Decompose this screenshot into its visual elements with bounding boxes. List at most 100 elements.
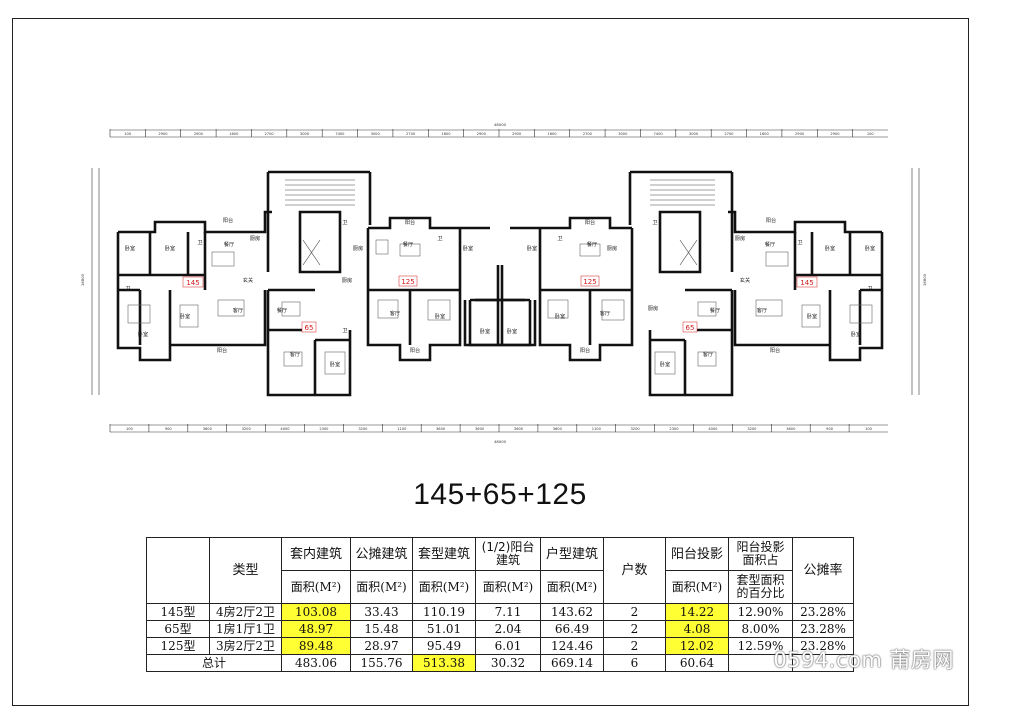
bottom-total-dim: 48000: [494, 439, 507, 444]
room-label: 卧室: [555, 312, 565, 320]
row-rate: 23.28%: [792, 603, 854, 621]
row-layout: 4房2厅2卫: [209, 603, 282, 621]
room-label: 餐厅: [224, 240, 234, 248]
sub-area: 面积(M²): [540, 570, 604, 604]
total-rate-empty: [792, 654, 854, 672]
dimension-label: 3000: [618, 132, 628, 136]
header-shared: 公摊建筑: [350, 537, 413, 571]
dimension-label: 7400: [654, 132, 664, 136]
room-label: 卧室: [330, 360, 340, 368]
room-label: 玄关: [740, 276, 750, 284]
room-label: 客厅: [703, 350, 713, 358]
room-label: 卧室: [138, 330, 148, 338]
sub-area: 面积(M²): [350, 570, 413, 604]
sub-area: 面积(M²): [475, 570, 541, 604]
sub-pct: 套型面积的百分比: [728, 570, 793, 604]
room-label: 卧室: [660, 360, 670, 368]
room-label: 厨房: [353, 244, 363, 252]
header-inner: 套内建筑: [281, 537, 351, 571]
room-label: 阳台: [770, 346, 780, 354]
row-unit: 124.46: [540, 637, 604, 655]
dimension-label: 1600: [760, 132, 770, 136]
dimension-label: 100: [867, 132, 875, 136]
row-pct: 12.59%: [728, 637, 793, 655]
room-label: 餐厅: [710, 306, 720, 314]
header-proj: 阳台投影: [665, 537, 729, 571]
room-label: 客厅: [390, 309, 400, 317]
room-label: 餐厅: [277, 306, 287, 314]
sub-area: 面积(M²): [412, 570, 476, 604]
row-inner: 103.08: [281, 603, 351, 621]
dimension-label: 2900: [795, 132, 805, 136]
room-label: 餐厅: [403, 240, 413, 248]
row-proj: 4.08: [665, 620, 729, 638]
room-label: 卫: [652, 219, 657, 226]
total-unit: 669.14: [540, 654, 604, 672]
header-suite: 套型建筑: [412, 537, 476, 571]
dimension-label: 3000: [371, 132, 381, 136]
row-layout: 1房1厅1卫: [209, 620, 282, 638]
total-inner: 483.06: [281, 654, 351, 672]
dimension-label: 3200: [242, 427, 252, 431]
row-pct: 12.90%: [728, 603, 793, 621]
room-label: 卧室: [527, 244, 537, 252]
dimension-label: 4000: [280, 427, 290, 431]
header-blank: [146, 537, 210, 604]
row-name: 125型: [146, 637, 210, 655]
room-label: 卫: [197, 239, 202, 246]
header-rate: 公摊率: [792, 537, 854, 604]
row-shared: 15.48: [350, 620, 413, 638]
room-label: 阳台: [223, 216, 233, 224]
row-count: 2: [603, 603, 666, 621]
dimension-label: 900: [826, 427, 834, 431]
total-proj: 60.64: [665, 654, 729, 672]
room-label: 卧室: [125, 244, 135, 252]
room-label: 卫: [557, 235, 562, 242]
row-shared: 33.43: [350, 603, 413, 621]
dimension-label: 1600: [229, 132, 239, 136]
side-total-dim-left: 16800: [80, 273, 85, 286]
room-label: 卧室: [865, 244, 875, 252]
room-label: 卫: [125, 285, 130, 292]
room-label: 卧室: [165, 244, 175, 252]
room-label: 卫: [867, 285, 872, 292]
row-inner: 89.48: [281, 637, 351, 655]
room-label: 卧室: [435, 312, 445, 320]
row-half: 6.01: [475, 637, 541, 655]
area-table: 类型 套内建筑 公摊建筑 套型建筑 (1/2)阳台建筑 户型建筑 户数 阳台投影…: [146, 537, 854, 672]
dimension-label: 3000: [689, 132, 699, 136]
row-proj: 14.22: [665, 603, 729, 621]
header-unit: 户型建筑: [540, 537, 604, 571]
total-half: 30.32: [475, 654, 541, 672]
dimension-label: 2700: [406, 132, 416, 136]
sub-area: 面积(M²): [665, 570, 729, 604]
dimension-label: 2900: [830, 132, 840, 136]
dimension-label: 3600: [436, 427, 446, 431]
room-label: 卧室: [180, 312, 190, 320]
row-inner: 48.97: [281, 620, 351, 638]
room-label: 厨房: [342, 276, 352, 284]
room-label: 卧室: [463, 244, 473, 252]
room-label: 厨房: [648, 304, 658, 312]
row-unit: 143.62: [540, 603, 604, 621]
room-label: 卧室: [480, 327, 490, 335]
row-proj: 12.02: [665, 637, 729, 655]
room-label: 客厅: [233, 306, 243, 314]
room-label: 卧室: [807, 312, 817, 320]
total-label: 总计: [146, 654, 282, 672]
dimension-label: 3200: [747, 427, 757, 431]
drawing-frame: [12, 18, 969, 706]
room-label: 卫: [437, 235, 442, 242]
room-label: 卫: [797, 239, 802, 246]
row-name: 65型: [146, 620, 210, 638]
room-label: 客厅: [757, 306, 767, 314]
dimension-label: 1600: [441, 132, 451, 136]
table-total-row: 总计 483.06 155.76 513.38 30.32 669.14 6 6…: [146, 654, 854, 672]
total-suite: 513.38: [412, 654, 476, 672]
row-rate: 23.28%: [792, 620, 854, 638]
table-row: 145型 4房2厅2卫 103.08 33.43 110.19 7.11 143…: [146, 603, 854, 621]
unit-label-125-left: 125: [401, 278, 414, 286]
dimension-label: 3600: [553, 427, 563, 431]
row-rate: 23.28%: [792, 637, 854, 655]
dimension-label: 1600: [547, 132, 557, 136]
